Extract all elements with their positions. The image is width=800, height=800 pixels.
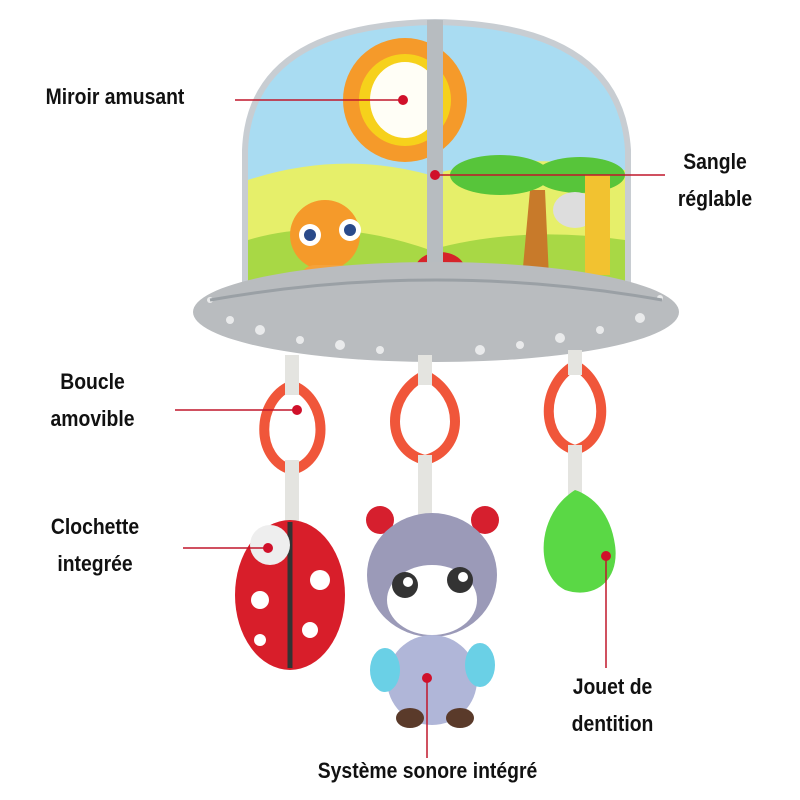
label-strap-line2: réglable (677, 186, 753, 211)
pointer-lines (175, 95, 665, 758)
label-teether-line1: Jouet de (572, 674, 653, 699)
label-bell-line2: integrée (57, 551, 133, 576)
leaf-teether-toy (543, 490, 616, 593)
label-teether-line2: dentition (571, 711, 654, 736)
label-loop-line2: amovible (50, 406, 135, 431)
label-loop-line1: Boucle (60, 369, 125, 394)
label-strap: Sangle réglable (662, 143, 768, 217)
label-mirror: Miroir amusant (45, 84, 185, 109)
label-bell-line1: Clochette (50, 514, 140, 539)
tray-ring (193, 262, 679, 362)
removable-loops (259, 359, 607, 476)
label-strap-line1: Sangle (683, 149, 747, 174)
label-sound: Système sonore intégré (317, 758, 538, 783)
label-loop: Boucle amovible (33, 363, 152, 437)
giraffe-print (553, 175, 610, 275)
label-teether: Jouet de dentition (553, 668, 672, 742)
ladybug-bell-toy (235, 520, 345, 670)
panda-sound-toy (366, 506, 499, 728)
label-bell: Clochette integrée (33, 508, 156, 582)
